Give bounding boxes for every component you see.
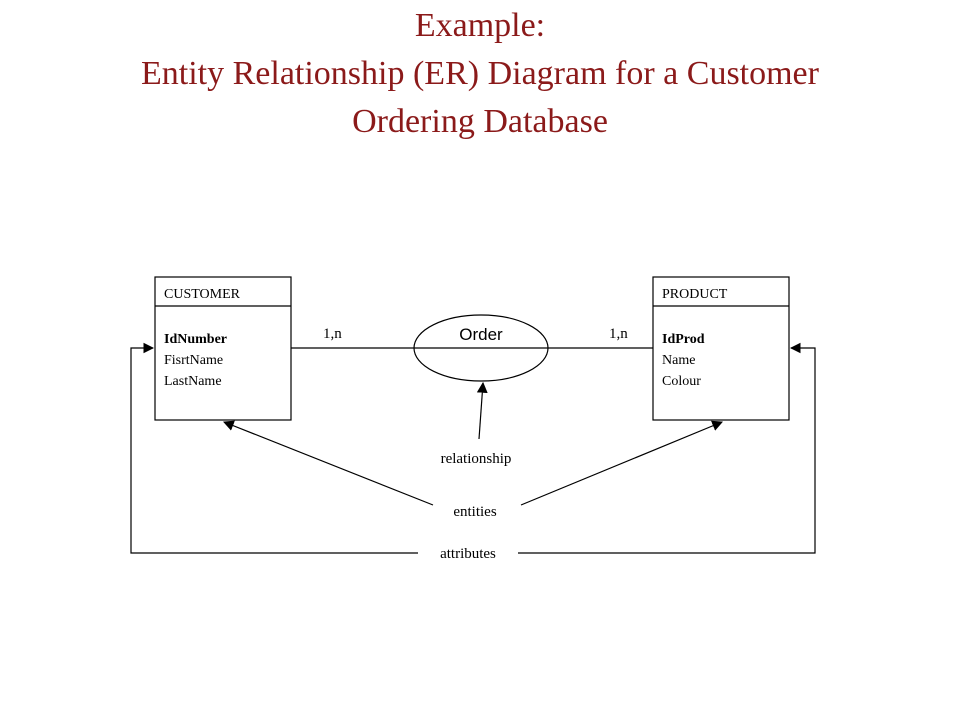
entity-product-attr-key: IdProd — [662, 332, 705, 347]
relationship-order: Order — [413, 314, 549, 382]
arrow-entities-product — [520, 420, 723, 506]
arrow-relationship — [476, 381, 488, 440]
relationship-name: Order — [459, 325, 503, 344]
title-line-3: Ordering Database — [352, 103, 608, 140]
callout-entities: entities — [453, 504, 496, 520]
entity-customer-attr-key: IdNumber — [164, 332, 227, 347]
entity-product-attr: Colour — [662, 374, 701, 389]
callout-attributes: attributes — [440, 546, 496, 562]
callout-relationship: relationship — [441, 451, 512, 467]
cardinality-left: 1,n — [323, 326, 342, 342]
entity-product: PRODUCT IdProd Name Colour — [652, 276, 790, 421]
arrow-attributes-customer — [130, 342, 418, 554]
entity-customer: CUSTOMER IdNumber FisrtName LastName — [154, 276, 292, 421]
entity-customer-attr: FisrtName — [164, 353, 223, 368]
cardinality-right: 1,n — [609, 326, 628, 342]
entity-customer-name: CUSTOMER — [164, 287, 241, 302]
title-line-1: Example: — [414, 7, 546, 44]
title-line-2: Entity Relationship (ER) Diagram for a C… — [141, 55, 819, 92]
entity-customer-attr: LastName — [164, 374, 222, 389]
arrow-attributes-product — [518, 342, 816, 554]
arrow-entities-customer — [222, 420, 434, 506]
slide-title: Example: Entity Relationship (ER) Diagra… — [0, 2, 960, 146]
entity-product-name: PRODUCT — [662, 287, 728, 302]
entity-product-attr: Name — [662, 353, 695, 368]
